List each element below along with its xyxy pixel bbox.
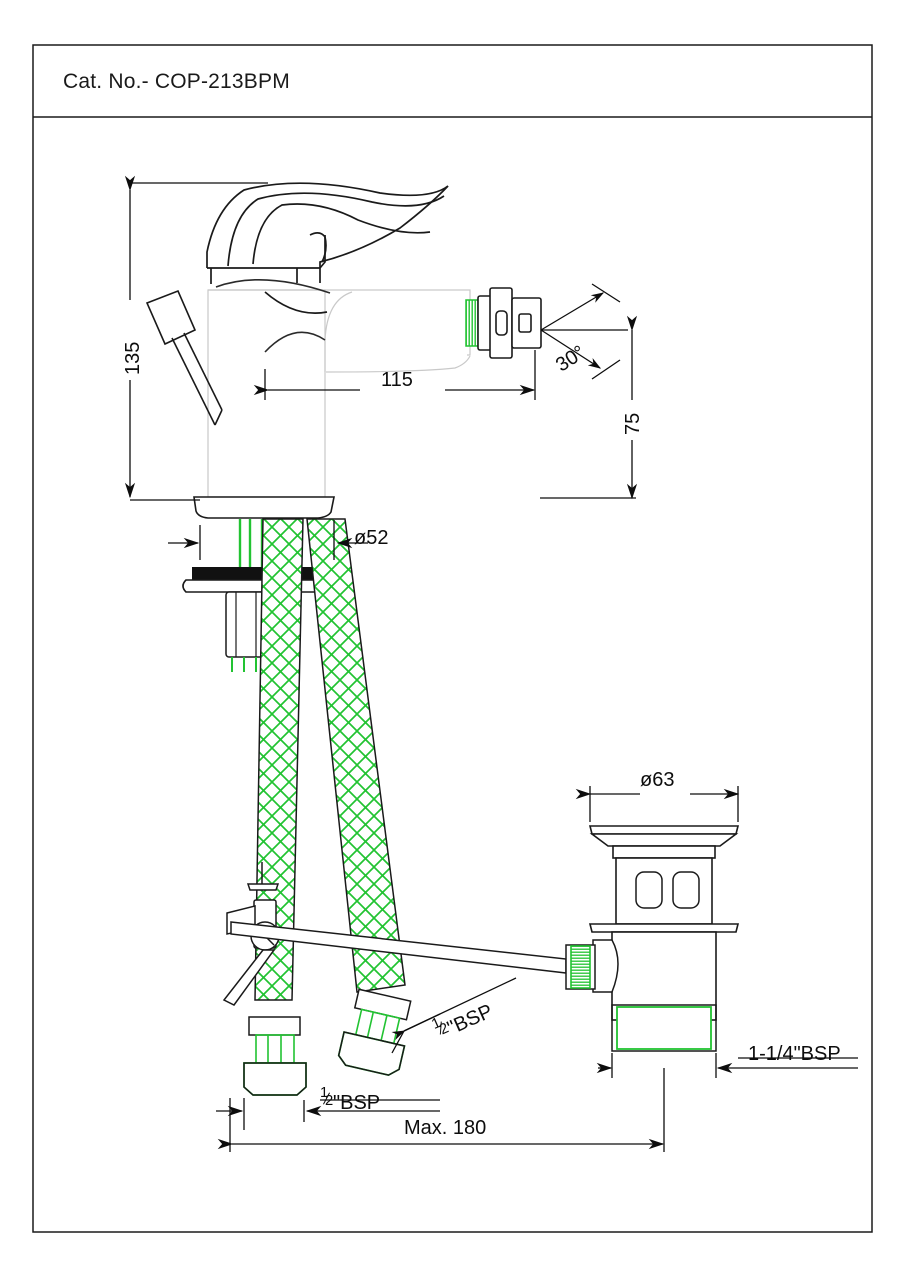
sheet-frame-outer bbox=[32, 44, 873, 1233]
dimension-hose-thread-left: 1 2 "BSP bbox=[320, 1084, 381, 1114]
dimension-max-180: Max. 180 bbox=[404, 1117, 487, 1139]
pop-up-waste bbox=[565, 825, 740, 1052]
dimension-115: 115 bbox=[381, 369, 413, 391]
waste-slot-left bbox=[635, 871, 663, 909]
pop-up-lift-rod bbox=[145, 289, 223, 426]
dimension-dia-63: ø63 bbox=[640, 769, 675, 791]
page-title: Cat. No.- COP-213BPM bbox=[63, 70, 290, 93]
base-escutcheon bbox=[193, 496, 335, 519]
lever-handle bbox=[206, 182, 449, 314]
hose-nut-left bbox=[243, 1016, 307, 1096]
dimension-75: 75 bbox=[622, 412, 644, 435]
hose-nut-right bbox=[337, 988, 412, 1077]
flexible-hose-right bbox=[306, 518, 406, 993]
waste-slot-right bbox=[672, 871, 700, 909]
dimension-135: 135 bbox=[122, 341, 144, 375]
inner-tubes bbox=[238, 519, 264, 575]
spout bbox=[215, 279, 331, 353]
dimension-lines bbox=[124, 175, 858, 1152]
dimension-dia-52: ø52 bbox=[354, 527, 389, 549]
fraction-half-left: 1 2 bbox=[320, 1084, 334, 1110]
faucet-body-outline bbox=[207, 289, 471, 498]
dimension-waste-thread: 1-1/4"BSP bbox=[748, 1043, 841, 1065]
aerator bbox=[465, 287, 542, 359]
waste-pivot-nut bbox=[570, 945, 591, 989]
flexible-hose-left bbox=[254, 518, 304, 1001]
